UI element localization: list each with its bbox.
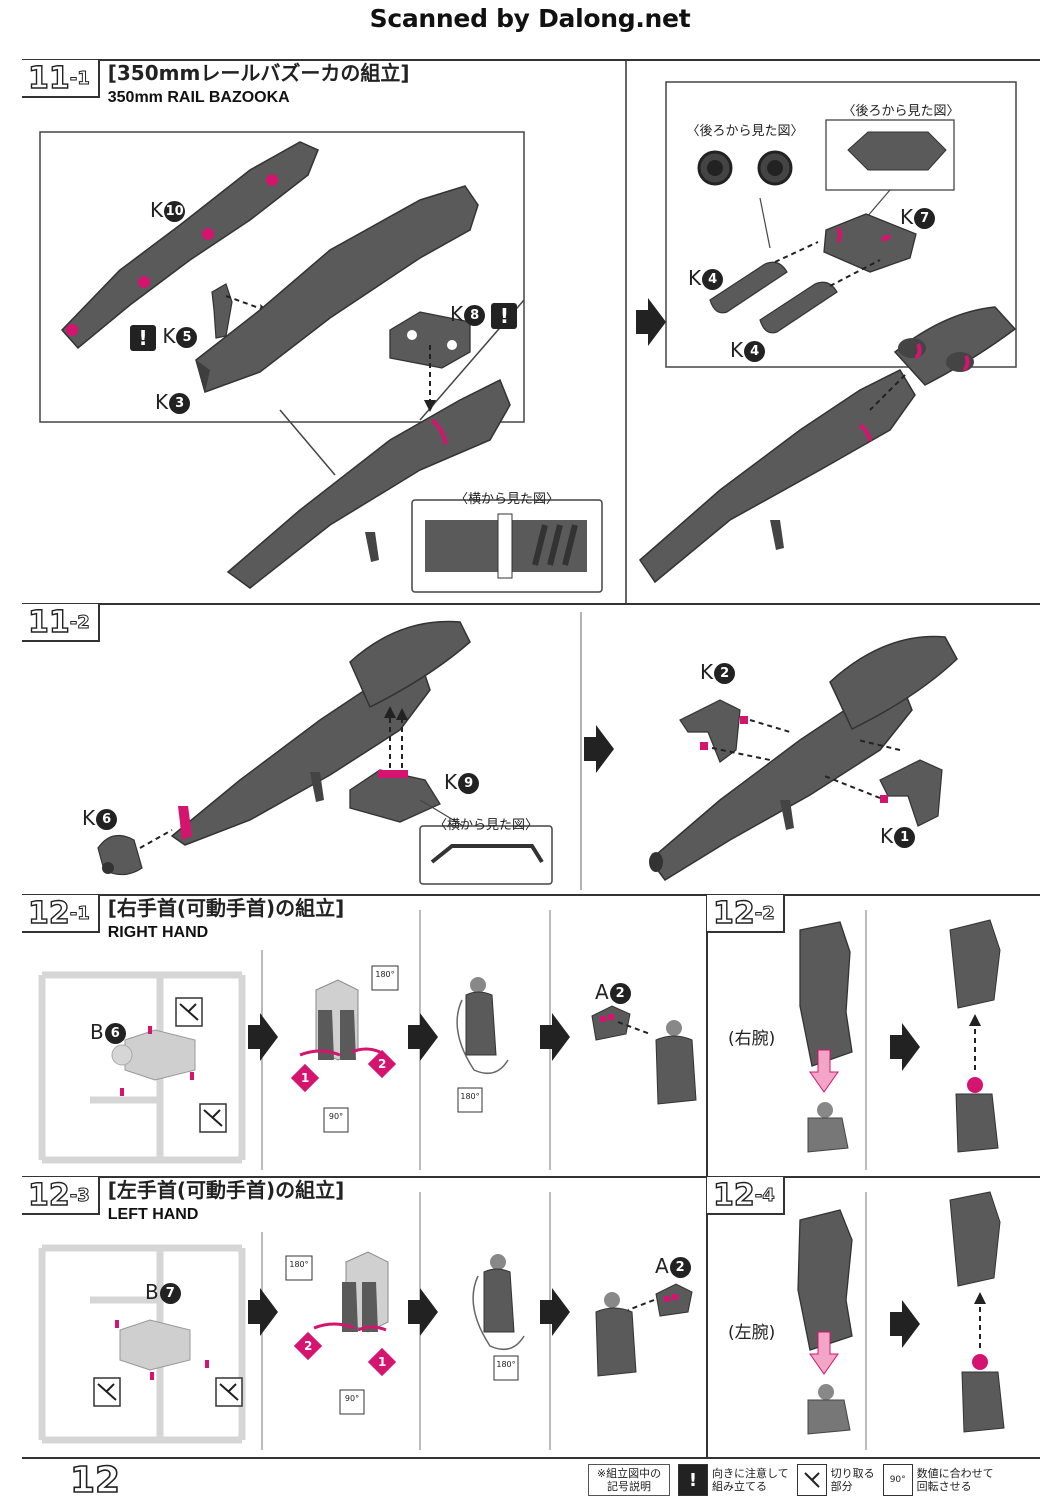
left-arm-label: (左腕) xyxy=(728,1323,776,1343)
nipper-icon xyxy=(796,1464,827,1496)
step-title: [350mmレールバズーカの組立] 350mm RAIL BAZOOKA xyxy=(108,60,410,108)
rotate-90-icon: 90° xyxy=(328,1112,344,1121)
side-view-caption-2: 〈横から見た図〉 xyxy=(433,818,538,833)
step-number: 11-1 xyxy=(22,60,100,98)
step-12-2-header: 12-2 xyxy=(707,895,785,933)
step-title-en: RIGHT HAND xyxy=(107,924,209,941)
step-title: [左手首(可動手首)の組立] LEFT HAND xyxy=(108,1177,345,1225)
step-12-1-header: 12-1 [右手首(可動手首)の組立] RIGHT HAND xyxy=(22,895,344,943)
rotate-180-icon: 180° xyxy=(375,970,395,979)
rotate-180-icon-3: 180° xyxy=(289,1260,309,1269)
right-arm-label: (右腕) xyxy=(728,1029,776,1049)
legend-title: ※組立図中の 記号説明 xyxy=(588,1464,670,1496)
step-number: 12-4 xyxy=(707,1177,785,1215)
step-12-4-header: 12-4 xyxy=(707,1177,785,1215)
rotate-icon: 90° xyxy=(882,1464,913,1496)
step-number: 12-2 xyxy=(707,895,785,933)
step-11-1-header: 11-1 [350mmレールバズーカの組立] 350mm RAIL BAZOOK… xyxy=(22,60,409,108)
rotate-180-icon-2: 180° xyxy=(460,1092,480,1101)
legend-item-cut: 切り取る部分 xyxy=(796,1464,875,1496)
step-title-jp: [350mmレールバズーカの組立] xyxy=(107,61,410,85)
rear-view-caption-2: 〈後ろから見た図〉 xyxy=(842,104,960,119)
step-title-jp: [右手首(可動手首)の組立] xyxy=(107,896,345,920)
step-title-jp: [左手首(可動手首)の組立] xyxy=(107,1178,345,1202)
rotate-180-icon-4: 180° xyxy=(496,1360,516,1369)
legend-item-orientation: ! 向きに注意して組み立てる xyxy=(678,1464,789,1496)
rotate-90-icon-2: 90° xyxy=(344,1394,360,1403)
warning-icon: ! xyxy=(678,1464,708,1496)
rear-view-caption-1: 〈後ろから見た図〉 xyxy=(686,124,804,139)
step-12-3-header: 12-3 [左手首(可動手首)の組立] LEFT HAND xyxy=(22,1177,344,1225)
page-number: 12 xyxy=(69,1459,121,1502)
step-title-en: 350mm RAIL BAZOOKA xyxy=(107,89,290,106)
step-number: 12-1 xyxy=(22,895,100,933)
step-11-2-header: 11-2 xyxy=(22,604,100,642)
watermark: Scanned by Dalong.net xyxy=(369,4,691,33)
symbol-legend: ※組立図中の 記号説明 ! 向きに注意して組み立てる 切り取る部分 90° 数値… xyxy=(588,1462,1022,1498)
step-title-en: LEFT HAND xyxy=(107,1206,199,1223)
side-view-caption: 〈横から見た図〉 xyxy=(454,492,559,507)
step-number: 11-2 xyxy=(22,604,100,642)
legend-item-rotate: 90° 数値に合わせて回転させる xyxy=(882,1464,994,1496)
step-title: [右手首(可動手首)の組立] RIGHT HAND xyxy=(108,895,345,943)
step-number: 12-3 xyxy=(22,1177,100,1215)
